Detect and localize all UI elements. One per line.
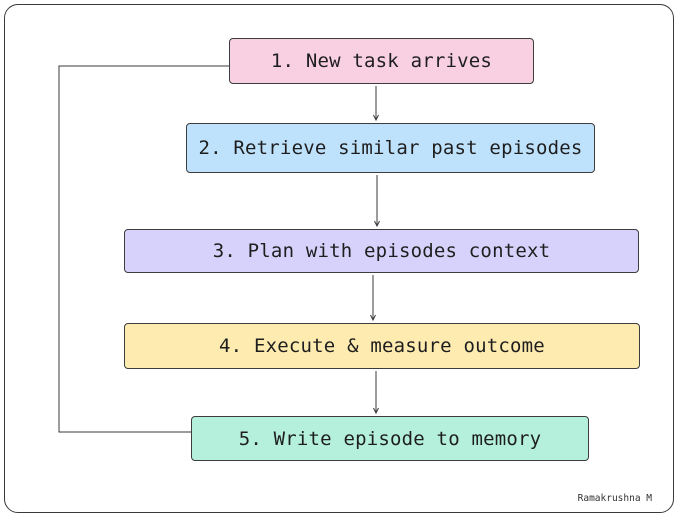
author-credit: Ramakrushna M — [577, 493, 652, 504]
step-write-episode: 5. Write episode to memory — [191, 416, 589, 461]
step-execute-measure: 4. Execute & measure outcome — [124, 323, 640, 369]
step-new-task-arrives: 1. New task arrives — [229, 38, 534, 84]
step-plan-with-context: 3. Plan with episodes context — [124, 229, 639, 273]
step-retrieve-similar-episodes: 2. Retrieve similar past episodes — [186, 123, 595, 173]
diagram-frame — [4, 4, 674, 513]
